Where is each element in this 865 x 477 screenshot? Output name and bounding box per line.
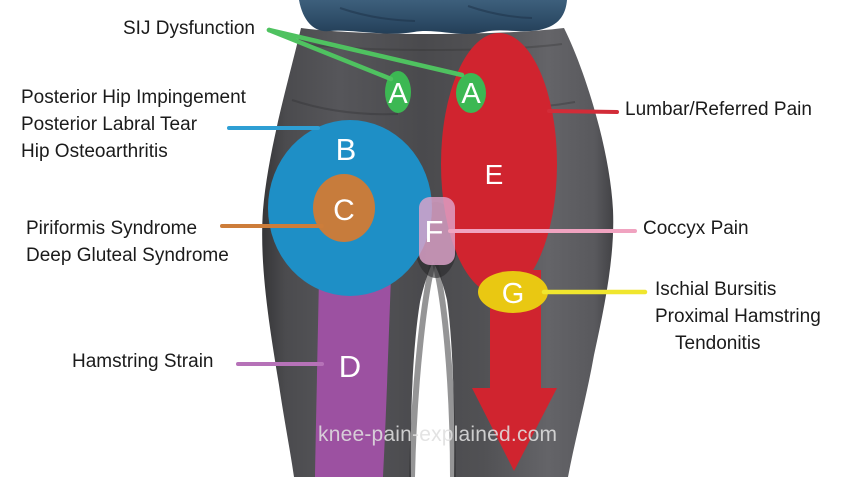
leader-line-lumbar <box>547 109 619 114</box>
label-posterior-labral-tear: Posterior Labral Tear <box>21 114 198 135</box>
region-c-piriformis <box>313 174 375 242</box>
shirt-fold <box>467 5 533 19</box>
region-d-hamstring-strain <box>315 276 391 477</box>
region-d-letter: D <box>339 349 361 384</box>
region-a-left-sij <box>385 71 411 113</box>
referred-pain-arrow <box>472 270 557 471</box>
region-a-right-letter: A <box>461 78 481 110</box>
label-ischial-group: Ischial Bursitis Proximal Hamstring Tend… <box>655 276 821 357</box>
inner-thigh-shadow <box>432 262 456 477</box>
label-hamstring-strain: Hamstring Strain <box>72 351 214 372</box>
label-coccyx-pain: Coccyx Pain <box>643 218 749 239</box>
waistband-seam <box>302 43 563 51</box>
region-g-letter: G <box>502 278 525 310</box>
watermark-text: knee-pain-explained.com <box>318 423 558 446</box>
label-deep-gluteal-syndrome: Deep Gluteal Syndrome <box>26 245 229 266</box>
label-lumbar-referred-pain: Lumbar/Referred Pain <box>625 99 812 120</box>
leader-line-sij-right <box>266 27 465 78</box>
inner-thigh-shadow <box>409 262 436 477</box>
region-f-coccyx <box>419 197 455 265</box>
region-a-left-letter: A <box>388 78 408 110</box>
region-b-letter: B <box>336 132 357 167</box>
label-tendonitis: Tendonitis <box>675 333 761 354</box>
region-g-ischial <box>478 271 548 313</box>
region-e-letter: E <box>485 159 504 190</box>
region-c-letter: C <box>333 194 355 227</box>
leader-line-sij-left <box>266 27 394 82</box>
region-a-right-sij <box>456 73 486 113</box>
label-piriformis-group: Piriformis Syndrome Deep Gluteal Syndrom… <box>26 215 229 269</box>
leggings-seam <box>291 99 399 116</box>
label-proximal-hamstring: Proximal Hamstring <box>655 306 821 327</box>
label-ischial-bursitis: Ischial Bursitis <box>655 279 777 300</box>
label-posterior-hip-group: Posterior Hip Impingement Posterior Labr… <box>21 84 246 165</box>
label-piriformis-syndrome: Piriformis Syndrome <box>26 218 198 239</box>
shirt-top <box>299 0 567 34</box>
label-sij-dysfunction: SIJ Dysfunction <box>123 18 255 39</box>
label-posterior-hip-impingement: Posterior Hip Impingement <box>21 87 246 108</box>
shirt-fold <box>339 7 416 22</box>
region-f-letter: F <box>425 214 444 249</box>
label-hip-osteoarthritis: Hip Osteoarthritis <box>21 141 168 162</box>
